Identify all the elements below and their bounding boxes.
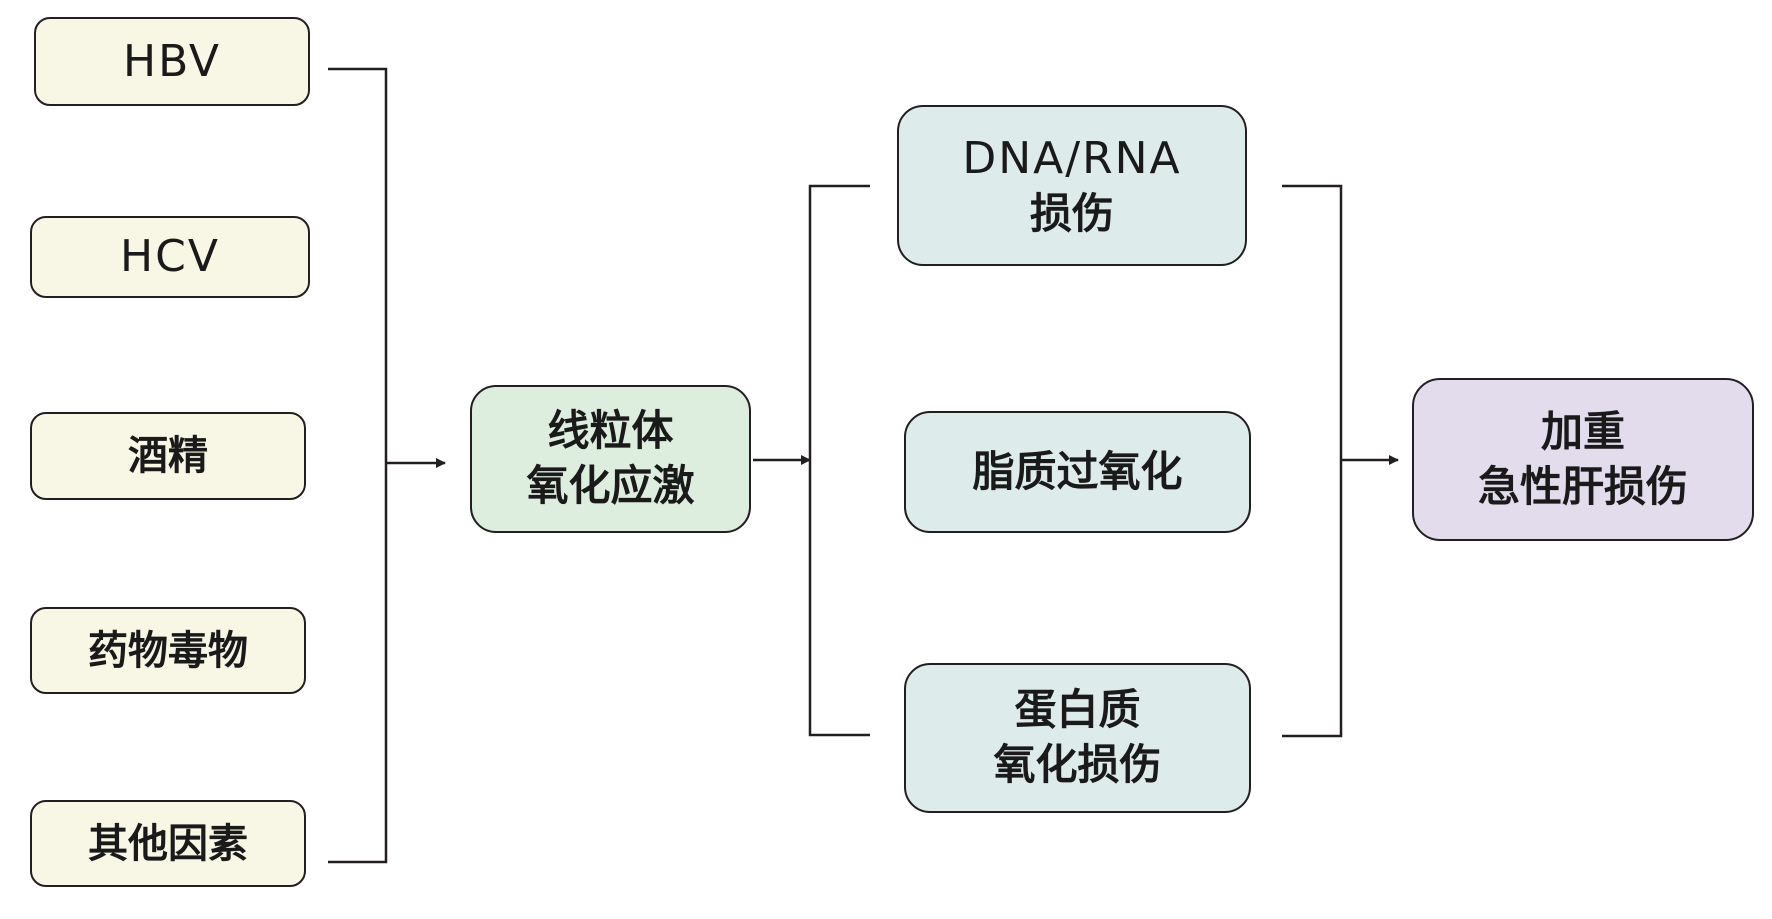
bracket-effects-right	[1282, 184, 1343, 738]
bracket-causes	[328, 67, 388, 864]
effect-line2: 氧化损伤	[993, 740, 1162, 789]
center-line2: 氧化应激	[526, 461, 695, 510]
center-line1: 线粒体	[547, 406, 674, 456]
cause-hbv: HBV	[34, 17, 310, 106]
effect-protein-oxidative-damage: 蛋白质 氧化损伤	[904, 663, 1251, 813]
effect-lipid-peroxidation: 脂质过氧化	[904, 411, 1251, 533]
effect-line2: 损伤	[1029, 188, 1114, 238]
cause-alcohol: 酒精	[30, 412, 306, 500]
bracket-effects-left	[808, 184, 870, 737]
cause-other-factors: 其他因素	[30, 800, 306, 887]
node-mitochondrial-oxidative-stress: 线粒体 氧化应激	[470, 385, 751, 533]
outcome-aggravate-acute-liver-injury: 加重 急性肝损伤	[1412, 378, 1754, 541]
cause-label: 其他因素	[88, 820, 248, 867]
cause-label: 酒精	[128, 433, 208, 479]
effect-dna-rna-damage: DNA/RNA 损伤	[897, 105, 1247, 266]
cause-label: 药物毒物	[88, 627, 248, 674]
outcome-line2: 急性肝损伤	[1477, 461, 1688, 511]
cause-label: HCV	[120, 231, 220, 283]
cause-drug-toxin: 药物毒物	[30, 607, 306, 694]
cause-hcv: HCV	[30, 216, 310, 298]
outcome-line1: 加重	[1540, 406, 1625, 456]
cause-label: HBV	[122, 35, 222, 87]
effect-line1: 蛋白质	[1014, 685, 1141, 735]
effect-line1: DNA/RNA	[962, 132, 1182, 184]
effect-line1: 脂质过氧化	[972, 446, 1183, 496]
